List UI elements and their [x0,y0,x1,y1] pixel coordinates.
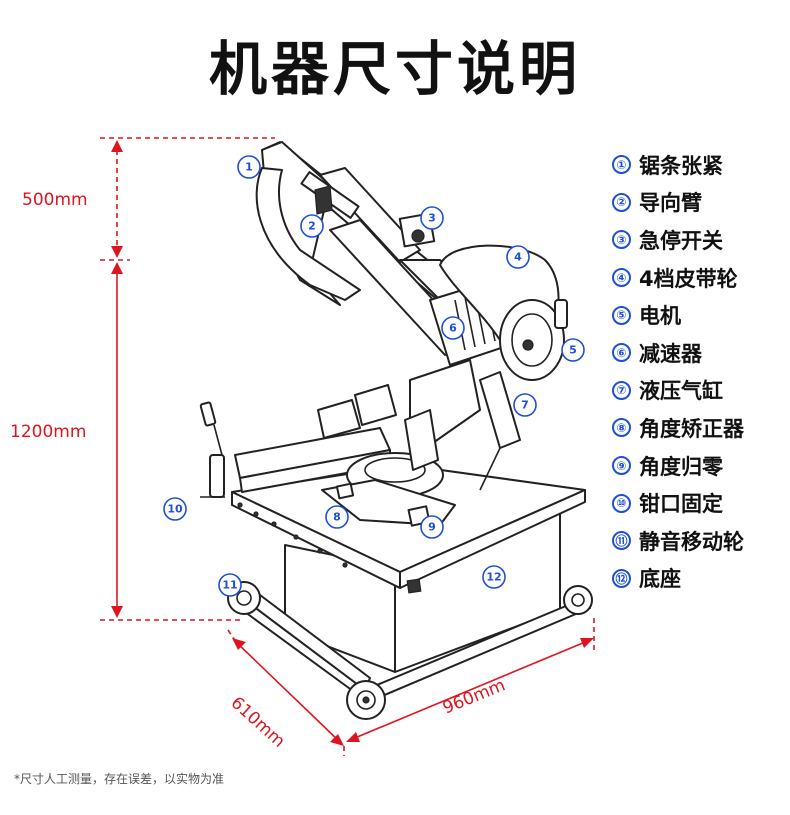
callout-10: 10 [163,497,187,521]
legend-number: ① [612,155,631,175]
dimension-height-base: 1200mm [10,422,87,442]
legend-item: ⑧ 角度矫正器 [612,409,744,447]
legend-number: ② [612,192,631,212]
svg-text:6: 6 [449,322,457,335]
svg-text:1: 1 [245,161,253,174]
legend-label: 减速器 [639,341,702,366]
svg-text:12: 12 [486,571,501,584]
svg-text:3: 3 [428,212,436,225]
callout-6: 6 [441,316,465,340]
svg-text:10: 10 [167,503,183,516]
svg-text:5: 5 [569,344,577,357]
legend-number: ⑩ [612,493,631,513]
legend-number: ⑤ [612,305,631,325]
svg-text:2: 2 [308,220,316,233]
legend-number: ⑥ [612,343,631,363]
legend-number: ⑦ [612,380,631,400]
legend-number: ⑧ [612,418,631,438]
legend-label: 液压气缸 [639,379,723,404]
callout-5: 5 [561,338,585,362]
legend-label: 4档皮带轮 [639,266,738,291]
legend-item: ⑤ 电机 [612,296,744,334]
legend-item: ① 锯条张紧 [612,146,744,184]
legend-label: 锯条张紧 [639,153,723,178]
svg-text:7: 7 [521,399,529,412]
svg-text:8: 8 [333,511,341,524]
page-title: 机器尺寸说明 [208,35,581,103]
legend-item: ③ 急停开关 [612,221,744,259]
dimension-height-top: 500mm [22,190,88,210]
legend-number: ⑨ [612,456,631,476]
callout-1: 1 [237,155,261,179]
callout-2: 2 [300,214,324,238]
svg-text:4: 4 [514,251,522,264]
legend-item: ⑫ 底座 [612,560,744,598]
callout-11: 11 [218,573,242,597]
legend-label: 钳口固定 [639,492,723,517]
callout-3: 3 [420,206,444,230]
legend-item: ⑩ 钳口固定 [612,484,744,522]
legend-number: ④ [612,268,631,288]
callout-12: 12 [482,565,506,589]
legend-item: ④ 4档皮带轮 [612,259,744,297]
callout-4: 4 [506,245,530,269]
legend-label: 静音移动轮 [639,529,744,554]
legend-item: ⑦ 液压气缸 [612,372,744,410]
svg-text:11: 11 [222,579,237,592]
legend-item: ⑥ 减速器 [612,334,744,372]
svg-text:9: 9 [428,521,436,534]
legend-number: ③ [612,230,631,250]
footnote: *尺寸人工测量，存在误差，以实物为准 [14,772,225,786]
legend-number: ⑫ [612,568,631,588]
bandsaw-machine [199,141,593,720]
legend-label: 电机 [639,304,681,329]
legend-label: 底座 [639,567,681,592]
parts-legend: ① 锯条张紧 ② 导向臂 ③ 急停开关 ④ 4档皮带轮 ⑤ 电机 ⑥ 减速器 ⑦ 液压气缸 ⑧… [612,146,744,597]
legend-item: ⑪ 静音移动轮 [612,522,744,560]
callout-9: 9 [420,515,444,539]
legend-label: 导向臂 [639,191,702,216]
legend-item: ⑨ 角度归零 [612,447,744,485]
legend-label: 角度归零 [639,454,723,479]
dimension-lines [100,137,595,756]
legend-label: 角度矫正器 [639,416,744,441]
legend-item: ② 导向臂 [612,184,744,222]
callout-8: 8 [325,505,349,529]
callout-7: 7 [513,393,537,417]
legend-number: ⑪ [612,531,631,551]
legend-label: 急停开关 [639,228,723,253]
